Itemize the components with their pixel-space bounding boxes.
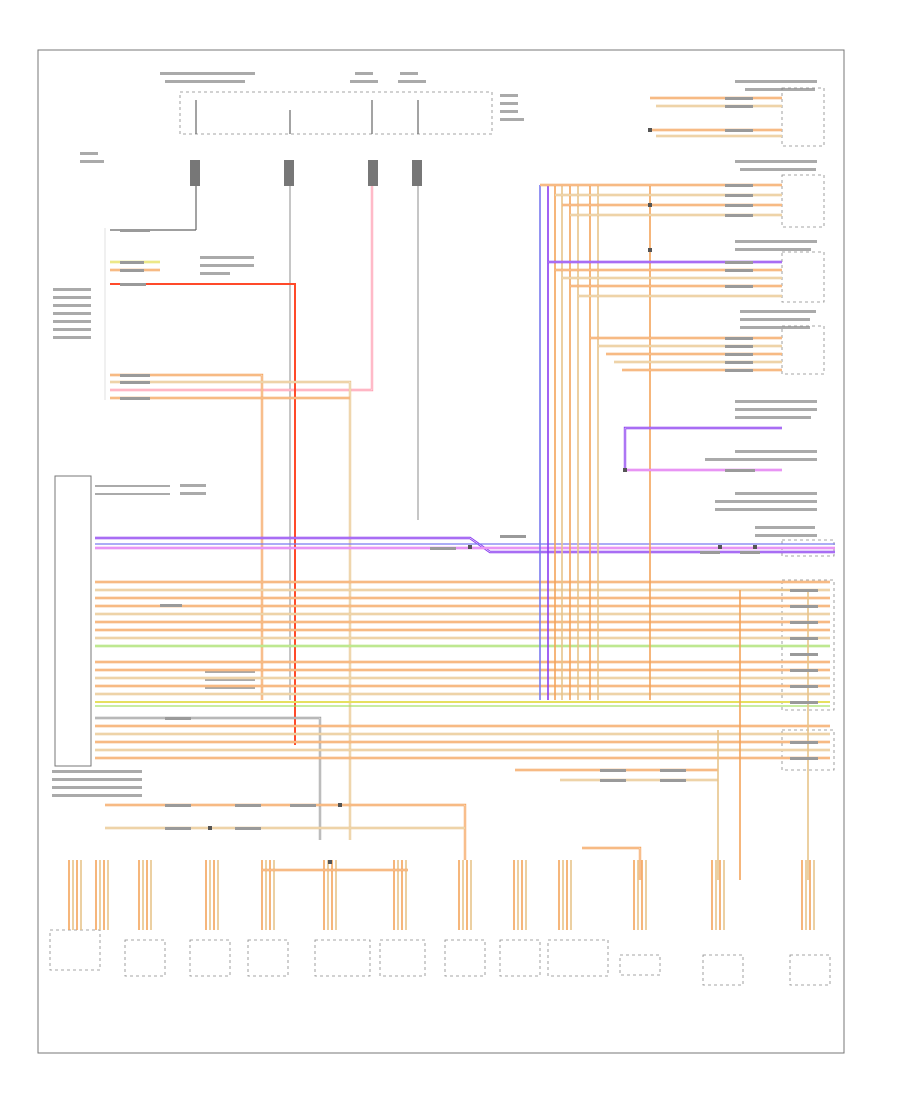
wire-label-29 xyxy=(725,345,753,348)
splice-point-0 xyxy=(648,128,652,132)
wire-label-32 xyxy=(725,369,753,372)
wire-label-36 xyxy=(790,621,818,624)
wire-label-4 xyxy=(120,374,150,377)
wire-can-purple xyxy=(95,536,835,554)
wire-label-7 xyxy=(160,604,182,607)
fuse-connector-1 xyxy=(190,160,200,186)
wire-label-27 xyxy=(725,285,753,288)
wire-label-25 xyxy=(725,261,753,264)
wire-label-47 xyxy=(660,779,686,782)
wire-label-37 xyxy=(790,637,818,640)
wire-label-13 xyxy=(235,827,261,830)
wire-can-purple-core xyxy=(95,537,835,553)
wire-label-16 xyxy=(700,551,720,554)
wire-label-19 xyxy=(725,105,753,108)
splice-point-4 xyxy=(468,545,472,549)
wire-label-3 xyxy=(120,283,146,286)
wire-label-44 xyxy=(600,769,626,772)
splice-point-3 xyxy=(623,468,627,472)
wire-label-41 xyxy=(790,701,818,704)
wire-layer xyxy=(68,96,835,930)
splice-point-9 xyxy=(338,803,342,807)
wire-bottom-feed-1-core xyxy=(105,804,466,860)
wire-label-23 xyxy=(725,204,753,207)
wire-purple-branch-core xyxy=(624,427,782,470)
connector-layer xyxy=(120,97,818,864)
wire-c1-375-core xyxy=(110,374,263,700)
splice-point-6 xyxy=(753,545,757,549)
wire-label-6 xyxy=(120,397,150,400)
fuse-connector-3 xyxy=(368,160,378,186)
wire-label-8 xyxy=(165,717,191,720)
wire-label-45 xyxy=(600,779,626,782)
wire-label-17 xyxy=(740,551,760,554)
wire-label-11 xyxy=(235,804,261,807)
wire-bottom-feed-6 xyxy=(582,846,642,880)
wire-label-35 xyxy=(790,605,818,608)
wire-fuse-3-pink-core xyxy=(110,186,373,391)
wire-label-24 xyxy=(725,214,753,217)
fuse-connector-4 xyxy=(412,160,422,186)
wire-label-9 xyxy=(165,804,191,807)
diagram-border xyxy=(37,49,845,1054)
wire-label-1 xyxy=(120,261,144,264)
wire-bottom-feed-6-core xyxy=(582,847,641,880)
wire-label-28 xyxy=(725,337,753,340)
label-placeholders xyxy=(52,72,817,797)
splice-point-7 xyxy=(328,860,332,864)
fuse-connector-2 xyxy=(284,160,294,186)
splice-point-8 xyxy=(208,826,212,830)
wire-label-33 xyxy=(725,469,755,472)
wire-c1-382-core xyxy=(110,381,351,840)
wire-label-31 xyxy=(725,361,753,364)
wire-label-5 xyxy=(120,381,150,384)
wire-c1-382 xyxy=(110,380,352,840)
splice-point-1 xyxy=(648,203,652,207)
left-module-box xyxy=(54,475,92,767)
wire-label-2 xyxy=(120,269,144,272)
wire-label-21 xyxy=(725,184,753,187)
wire-label-18 xyxy=(725,97,753,100)
wire-red-power xyxy=(110,283,296,745)
wire-label-46 xyxy=(660,769,686,772)
wire-label-40 xyxy=(790,685,818,688)
fuse-panel-group xyxy=(179,91,493,186)
wire-label-0 xyxy=(120,229,150,232)
wire-purple-branch xyxy=(623,426,782,470)
fuse-panel-outline xyxy=(179,91,493,135)
wire-label-15 xyxy=(430,547,456,550)
wire-label-39 xyxy=(790,669,818,672)
wire-bottom-feed-1 xyxy=(105,803,467,860)
wire-label-34 xyxy=(790,589,818,592)
wire-label-26 xyxy=(725,269,753,272)
wire-label-14 xyxy=(500,535,526,538)
wire-label-30 xyxy=(725,353,753,356)
splice-point-2 xyxy=(648,248,652,252)
wire-label-20 xyxy=(725,129,753,132)
wire-label-12 xyxy=(290,804,316,807)
wire-fuse-3-pink xyxy=(110,186,374,392)
wire-label-10 xyxy=(165,827,191,830)
wire-label-42 xyxy=(790,741,818,744)
wire-label-22 xyxy=(725,194,753,197)
wire-label-43 xyxy=(790,757,818,760)
bottom-component-outlines xyxy=(49,929,831,986)
splice-point-5 xyxy=(718,545,722,549)
wire-label-38 xyxy=(790,653,818,656)
